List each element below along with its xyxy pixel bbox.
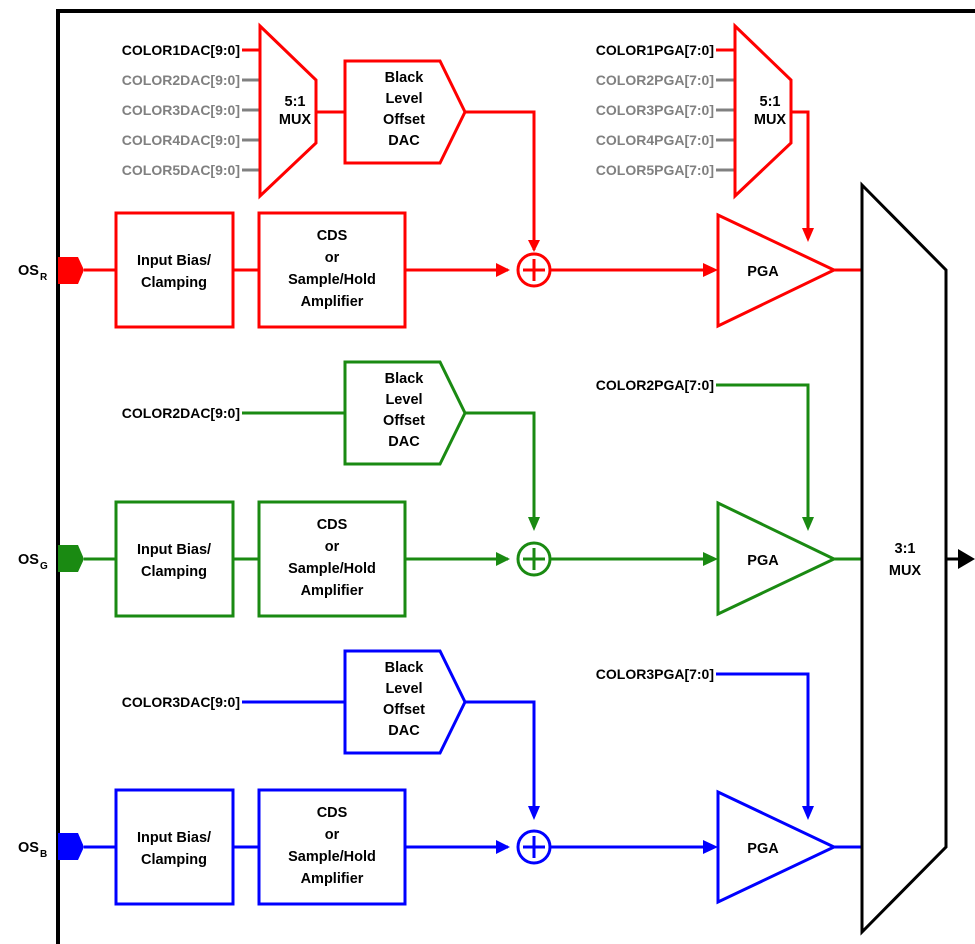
output-mux-ratio: 3:1 [895,541,916,557]
red-pga-label: PGA [747,264,779,280]
red-cds-line1: CDS [317,228,348,244]
green-cds-line1: CDS [317,517,348,533]
chip-boundary [56,9,975,944]
red-dac-input-labels: COLOR1DAC[9:0] COLOR2DAC[9:0] COLOR3DAC[… [122,42,240,178]
blue-pga [716,789,838,905]
red-input-port [58,257,84,284]
blue-dac-line1: Black [385,660,425,676]
blue-input-port [58,833,84,860]
blue-offset-dac [343,649,467,755]
output-mux [860,181,975,936]
blue-cds-line4: Amplifier [301,871,364,887]
pga-input-label-4: COLOR4PGA[7:0] [596,132,714,148]
red-bias-block [114,211,235,329]
blue-os-label: OS [18,840,39,856]
output-mux-text: 3:1 MUX [889,541,922,579]
green-bias-block [114,500,235,618]
green-dac-line3: Offset [383,413,425,429]
blue-pga-label: PGA [747,841,779,857]
blue-bias-line2: Clamping [141,852,207,868]
green-input-port [58,545,84,572]
blue-channel [58,649,862,906]
red-pga [716,212,838,329]
green-dac-input-label: COLOR2DAC[9:0] [122,405,240,421]
green-cds-line4: Amplifier [301,583,364,599]
output-mux-label: MUX [889,563,922,579]
red-pga-mux-label: MUX [754,112,787,128]
dac-input-label-1: COLOR1DAC[9:0] [122,42,240,58]
red-cds-line2: or [325,250,340,266]
green-pga-label: PGA [747,553,779,569]
red-dac-text: Black Level Offset DAC [383,70,425,149]
blue-pga-input-label: COLOR3PGA[7:0] [596,666,714,682]
red-channel [58,22,862,329]
red-bias-line2: Clamping [141,275,207,291]
blue-dac-input-label: COLOR3DAC[9:0] [122,694,240,710]
green-dac-line1: Black [385,371,425,387]
green-labels: COLOR2DAC[9:0] COLOR2PGA[7:0] Black Leve… [18,371,779,599]
pga-input-label-2: COLOR2PGA[7:0] [596,72,714,88]
blue-cds-line3: Sample/Hold [288,849,376,865]
green-os-label: OS [18,552,39,568]
red-offset-dac [343,59,467,165]
red-os-subscript: R [40,272,48,283]
green-dac-line2: Level [385,392,422,408]
blue-os-subscript: B [40,849,47,860]
red-input-label: OS R [18,263,48,283]
blue-dac-line3: Offset [383,702,425,718]
green-os-subscript: G [40,561,48,572]
green-cds-line3: Sample/Hold [288,561,376,577]
red-pga-mux [733,22,793,200]
green-offset-dac [343,360,467,466]
red-bias-line1: Input Bias/ [137,253,211,269]
red-cds-line4: Amplifier [301,294,364,310]
green-dac-line4: DAC [388,434,420,450]
dac-input-label-4: COLOR4DAC[9:0] [122,132,240,148]
red-dac-line2: Level [385,91,422,107]
green-pga [716,500,838,617]
pga-input-label-1: COLOR1PGA[7:0] [596,42,714,58]
blue-labels: COLOR3DAC[9:0] COLOR3PGA[7:0] Black Leve… [18,660,779,887]
blue-bias-block [114,788,235,906]
dac-input-label-2: COLOR2DAC[9:0] [122,72,240,88]
green-bias-line2: Clamping [141,564,207,580]
pga-input-label-5: COLOR5PGA[7:0] [596,162,714,178]
blue-dac-line4: DAC [388,723,420,739]
green-bias-line1: Input Bias/ [137,542,211,558]
blue-dac-line2: Level [385,681,422,697]
dac-input-label-3: COLOR3DAC[9:0] [122,102,240,118]
red-mux-labels: 5:1 MUX 5:1 MUX [279,94,787,128]
blue-cds-line2: or [325,827,340,843]
red-dac-line4: DAC [388,133,420,149]
red-dac-mux-label: MUX [279,112,312,128]
red-block-text: Input Bias/ Clamping CDS or Sample/Hold … [137,228,779,310]
red-dac-line1: Black [385,70,425,86]
red-dac-mux [258,22,318,200]
blue-cds-line1: CDS [317,805,348,821]
dac-input-label-5: COLOR5DAC[9:0] [122,162,240,178]
red-pga-input-labels: COLOR1PGA[7:0] COLOR2PGA[7:0] COLOR3PGA[… [596,42,714,178]
red-pga-mux-ratio: 5:1 [760,94,781,110]
blue-bias-line1: Input Bias/ [137,830,211,846]
green-pga-input-label: COLOR2PGA[7:0] [596,377,714,393]
red-dac-mux-ratio: 5:1 [285,94,306,110]
red-dac-line3: Offset [383,112,425,128]
green-channel [58,360,862,618]
pga-input-label-3: COLOR3PGA[7:0] [596,102,714,118]
red-cds-line3: Sample/Hold [288,272,376,288]
red-os-label: OS [18,263,39,279]
green-cds-line2: or [325,539,340,555]
